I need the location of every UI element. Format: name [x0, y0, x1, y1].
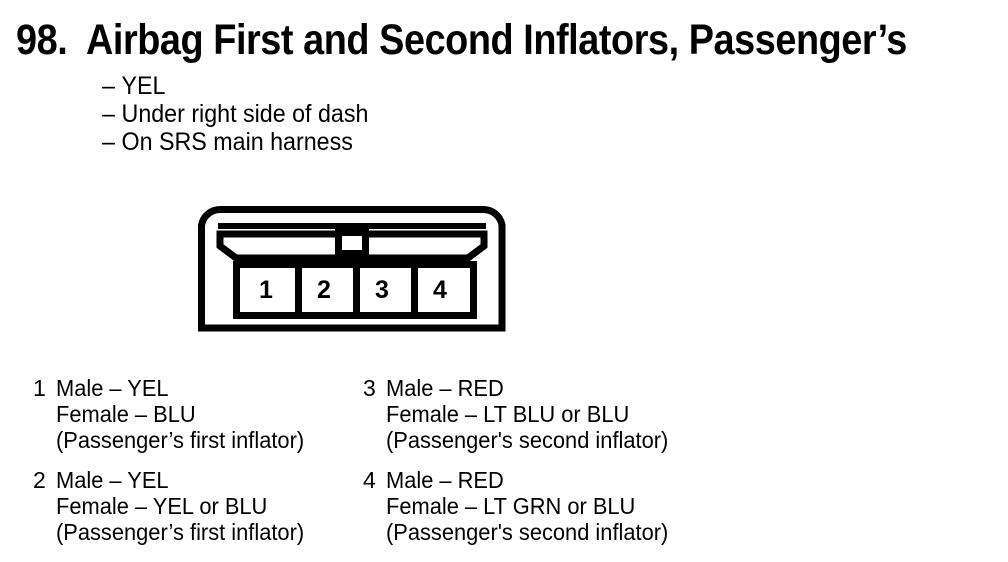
connector-center-square: [335, 229, 369, 257]
connector-right-slot: [350, 230, 488, 262]
list-item: –On SRS main harness: [102, 128, 368, 156]
dash-icon: –: [102, 72, 115, 100]
cavity-divider: [295, 264, 302, 316]
pin-function-note: (Passenger’s first inflator): [56, 519, 305, 545]
cavity-label-4: 4: [433, 276, 447, 304]
pin-female-wire: Female – YEL or BLU: [56, 493, 268, 519]
pin-entry-3: 3 Male – RED Female – LT BLU or BLU (Pas…: [363, 375, 683, 453]
pin-female-wire: Female – BLU: [56, 401, 196, 427]
cavity-label-3: 3: [375, 276, 389, 304]
pin-function-note: (Passenger’s first inflator): [56, 427, 305, 453]
connector-cavity-row: 1 2 3 4: [233, 261, 477, 319]
page-title: 98. Airbag First and Second Inflators, P…: [16, 16, 1008, 65]
pin-description: Male – YEL Female – BLU (Passenger’s fir…: [56, 375, 317, 453]
cavity-divider: [411, 264, 418, 316]
pin-female-wire: Female – LT BLU or BLU: [386, 401, 630, 427]
pin-legend-right-column: 3 Male – RED Female – LT BLU or BLU (Pas…: [363, 375, 683, 559]
dash-icon: –: [102, 128, 115, 156]
pin-legend-left-column: 1 Male – YEL Female – BLU (Passenger’s f…: [33, 375, 317, 559]
pin-entry-1: 1 Male – YEL Female – BLU (Passenger’s f…: [33, 375, 317, 453]
dash-icon: –: [102, 100, 115, 128]
pin-male-wire: Male – YEL: [56, 375, 169, 401]
pin-male-wire: Male – RED: [386, 467, 504, 493]
pin-description: Male – RED Female – LT BLU or BLU (Passe…: [386, 375, 683, 453]
pin-description: Male – RED Female – LT GRN or BLU (Passe…: [386, 467, 683, 545]
cavity-label-1: 1: [259, 276, 273, 304]
pin-number: 2: [33, 467, 46, 493]
connector-left-slot: [216, 230, 354, 262]
title-label: Airbag First and Second Inflators, Passe…: [86, 16, 908, 64]
list-item-label: YEL: [121, 72, 166, 100]
pin-function-note: (Passenger's second inflator): [386, 519, 669, 545]
list-item-label: Under right side of dash: [121, 100, 369, 128]
connector-diagram: 1 2 3 4: [190, 196, 520, 351]
pin-description: Male – YEL Female – YEL or BLU (Passenge…: [56, 467, 317, 545]
connector-svg: 1 2 3 4: [198, 206, 506, 332]
pin-number: 1: [33, 375, 46, 401]
pin-number: 4: [363, 467, 376, 493]
pin-function-note: (Passenger's second inflator): [386, 427, 669, 453]
pin-male-wire: Male – RED: [386, 375, 504, 401]
pin-female-wire: Female – LT GRN or BLU: [386, 493, 636, 519]
connector-top-bar: [218, 223, 486, 229]
pin-number: 3: [363, 375, 376, 401]
cavity-label-2: 2: [317, 276, 331, 304]
pin-entry-2: 2 Male – YEL Female – YEL or BLU (Passen…: [33, 467, 317, 545]
list-item: –YEL: [102, 72, 368, 100]
connector-info-list: –YEL –Under right side of dash –On SRS m…: [102, 72, 388, 156]
title-item-number: 98.: [16, 16, 68, 64]
cavity-divider: [353, 264, 360, 316]
pin-entry-4: 4 Male – RED Female – LT GRN or BLU (Pas…: [363, 467, 683, 545]
list-item: –Under right side of dash: [102, 100, 368, 128]
list-item-label: On SRS main harness: [121, 128, 353, 156]
pin-male-wire: Male – YEL: [56, 467, 169, 493]
